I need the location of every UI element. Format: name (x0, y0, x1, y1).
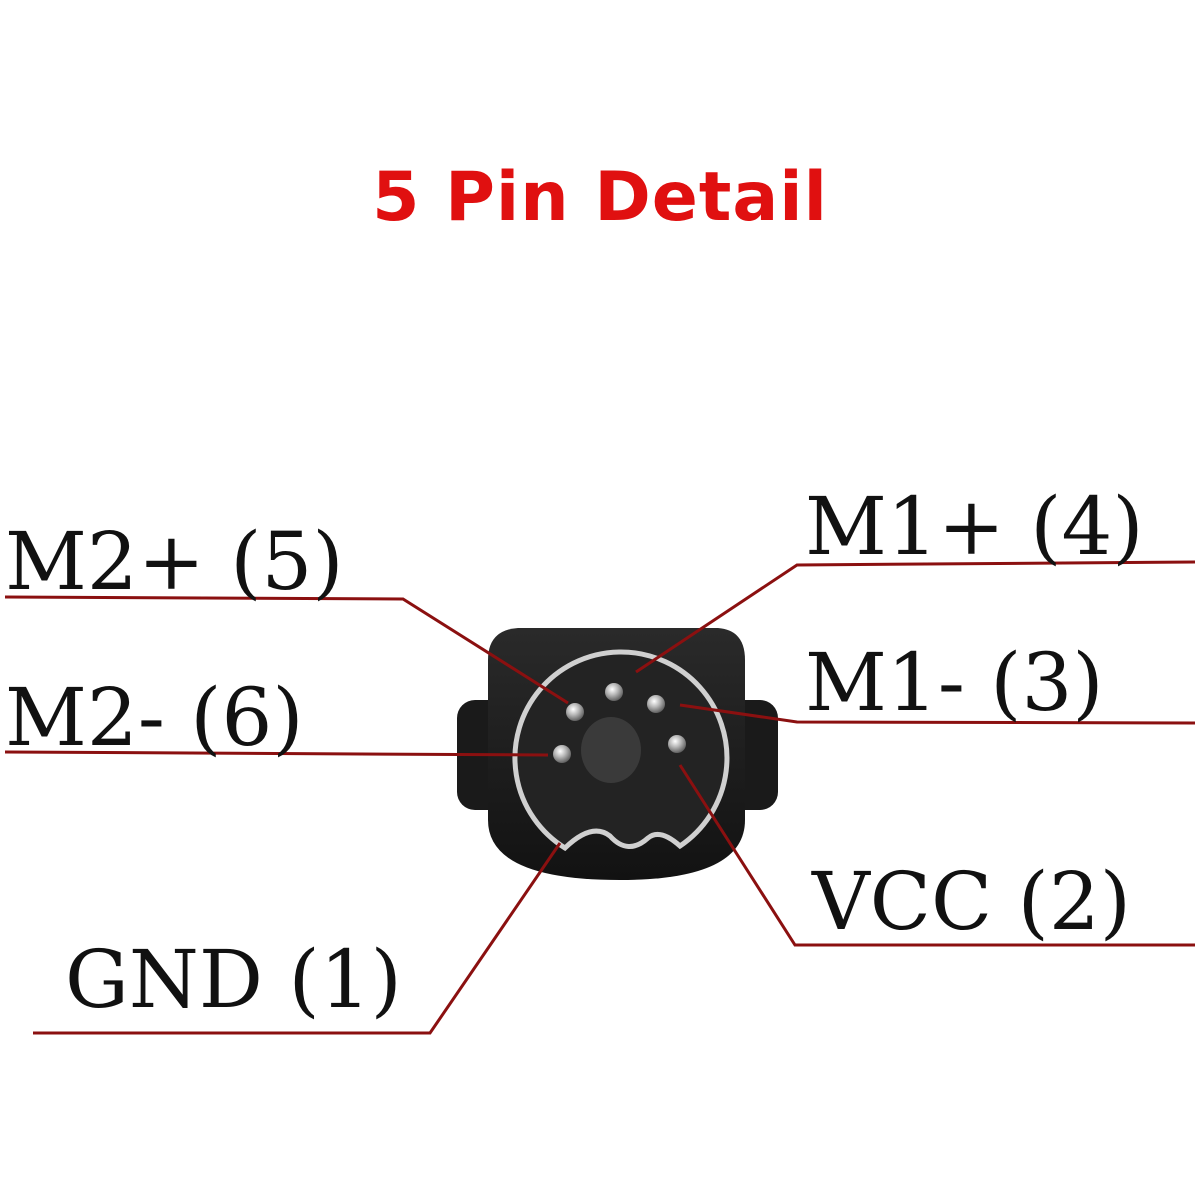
leader-m2-plus (4, 595, 569, 705)
leader-vcc (678, 764, 1195, 947)
leader-m2-minus (4, 750, 549, 757)
label-m1-minus: M1- (3) (805, 636, 1104, 729)
pin-5 (566, 703, 584, 721)
diagram-title: 5 Pin Detail (372, 158, 828, 237)
connector-center-key (581, 717, 641, 783)
label-vcc: VCC (2) (812, 855, 1131, 948)
leader-m1-plus (635, 560, 1196, 674)
label-m2-minus: M2- (6) (5, 671, 304, 764)
label-m1-plus: M1+ (4) (805, 480, 1144, 573)
leader-gnd (33, 842, 562, 1035)
label-m2-plus: M2+ (5) (5, 515, 344, 608)
pin-6 (553, 745, 571, 763)
label-gnd: GND (1) (65, 933, 402, 1026)
leader-lines (4, 560, 1196, 1035)
pin-3 (647, 695, 665, 713)
pin-2 (668, 735, 686, 753)
pin-4 (605, 683, 623, 701)
leader-m1-minus (679, 703, 1196, 725)
connector-pins (553, 683, 686, 763)
